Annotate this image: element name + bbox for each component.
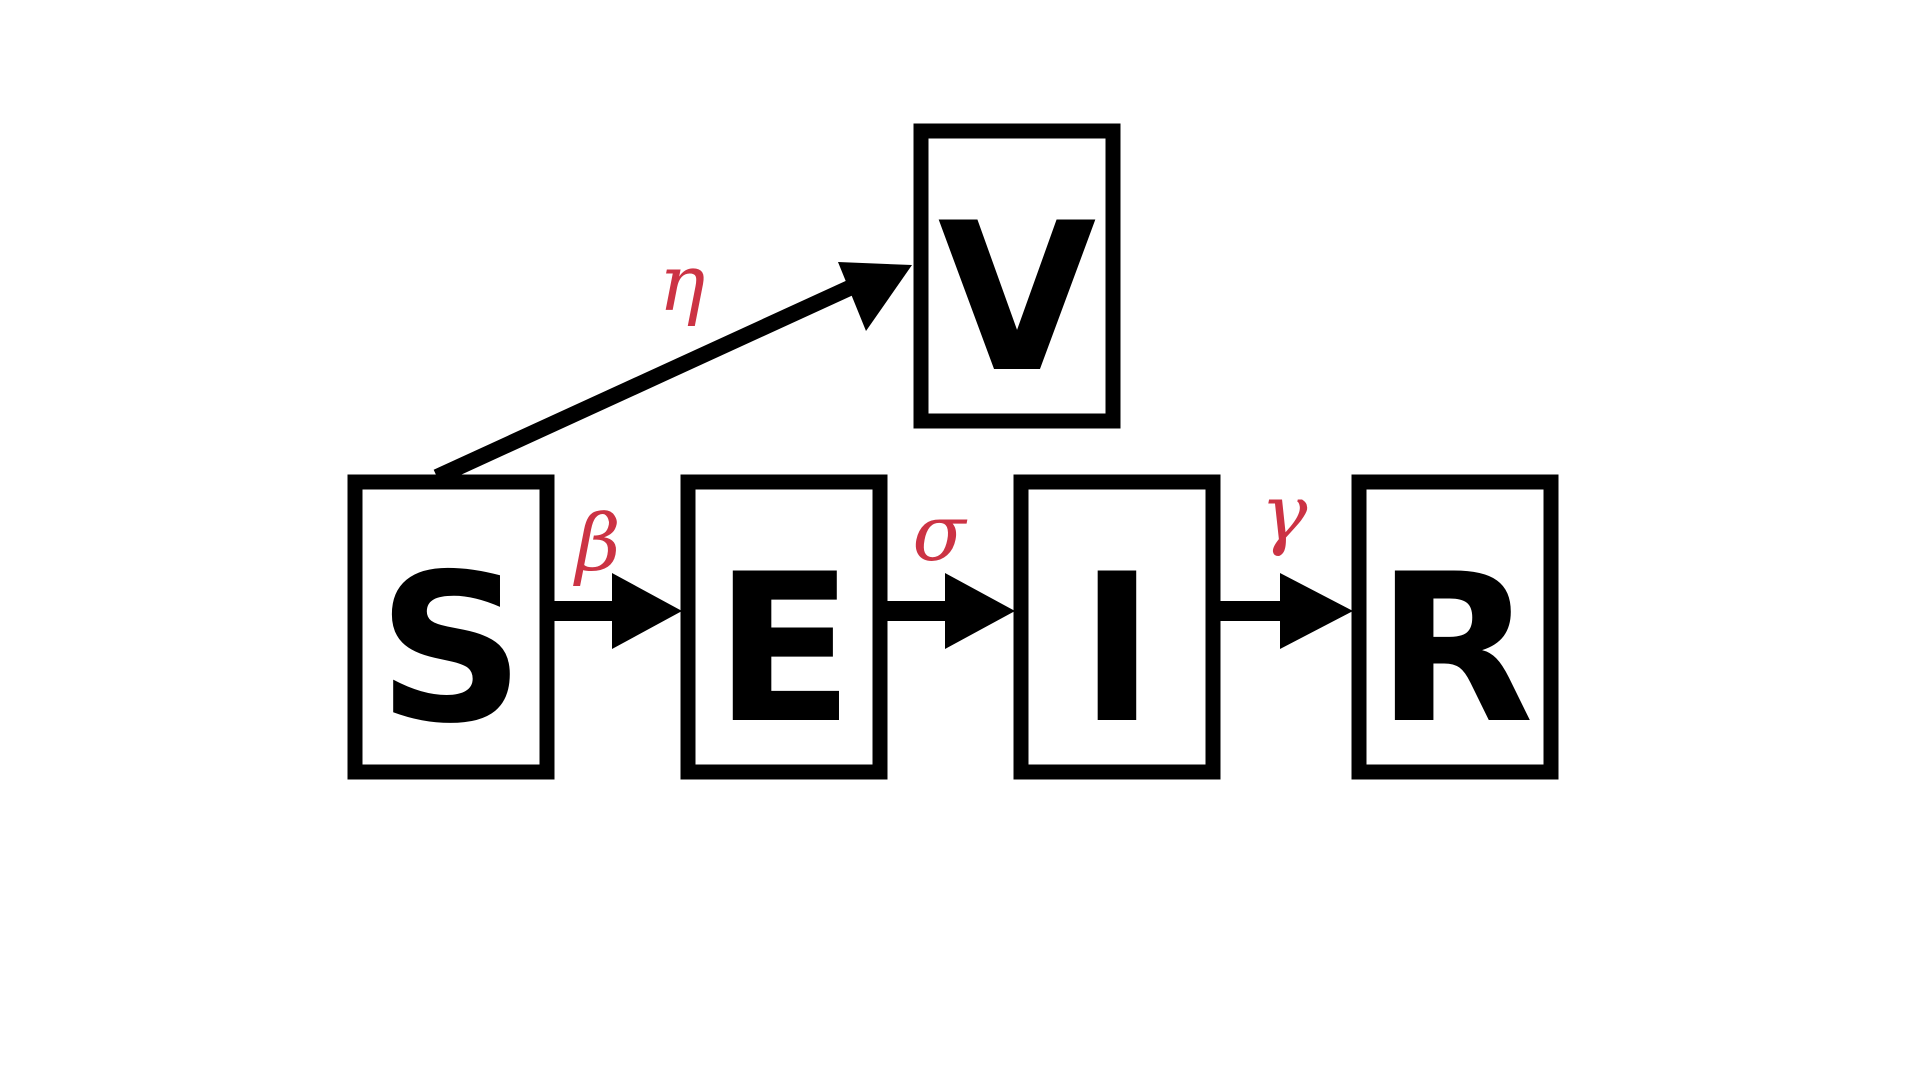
compartment-v: V: [913, 123, 1121, 429]
compartment-s-label: S: [377, 531, 525, 769]
rate-label-eta: η: [659, 239, 706, 329]
compartment-r-box: [1351, 474, 1559, 780]
compartment-r: R: [1351, 474, 1559, 780]
arrow-s-to-e: [551, 573, 682, 649]
rate-label-beta: β: [572, 499, 620, 589]
arrow-e-to-i-head: [945, 573, 1015, 649]
arrow-i-to-r-head: [1280, 573, 1353, 649]
compartment-v-box: [913, 123, 1121, 429]
arrow-s-to-v: [433, 262, 912, 485]
compartment-i-box: [1013, 474, 1221, 780]
compartment-e: E: [680, 474, 888, 780]
compartment-s-box: [347, 474, 555, 780]
arrow-e-to-i: [884, 573, 1015, 649]
compartment-i: I: [1013, 474, 1221, 780]
arrow-i-to-r: [1217, 573, 1353, 649]
compartment-e-label: E: [714, 531, 854, 769]
compartment-e-box: [680, 474, 888, 780]
rate-label-sigma: σ: [912, 489, 967, 579]
compartment-r-label: R: [1376, 531, 1534, 769]
compartment-v-label: V: [938, 180, 1097, 418]
arrow-s-to-e-shaft: [551, 601, 615, 621]
arrow-s-to-v-head: [838, 262, 912, 331]
arrow-e-to-i-shaft: [884, 601, 948, 621]
rate-label-gamma: γ: [1261, 469, 1308, 559]
arrow-s-to-v-shaft: [433, 277, 860, 485]
compartment-s: S: [347, 474, 555, 780]
arrow-s-to-e-head: [612, 573, 682, 649]
compartment-i-label: I: [1079, 531, 1155, 769]
arrow-i-to-r-shaft: [1217, 601, 1283, 621]
